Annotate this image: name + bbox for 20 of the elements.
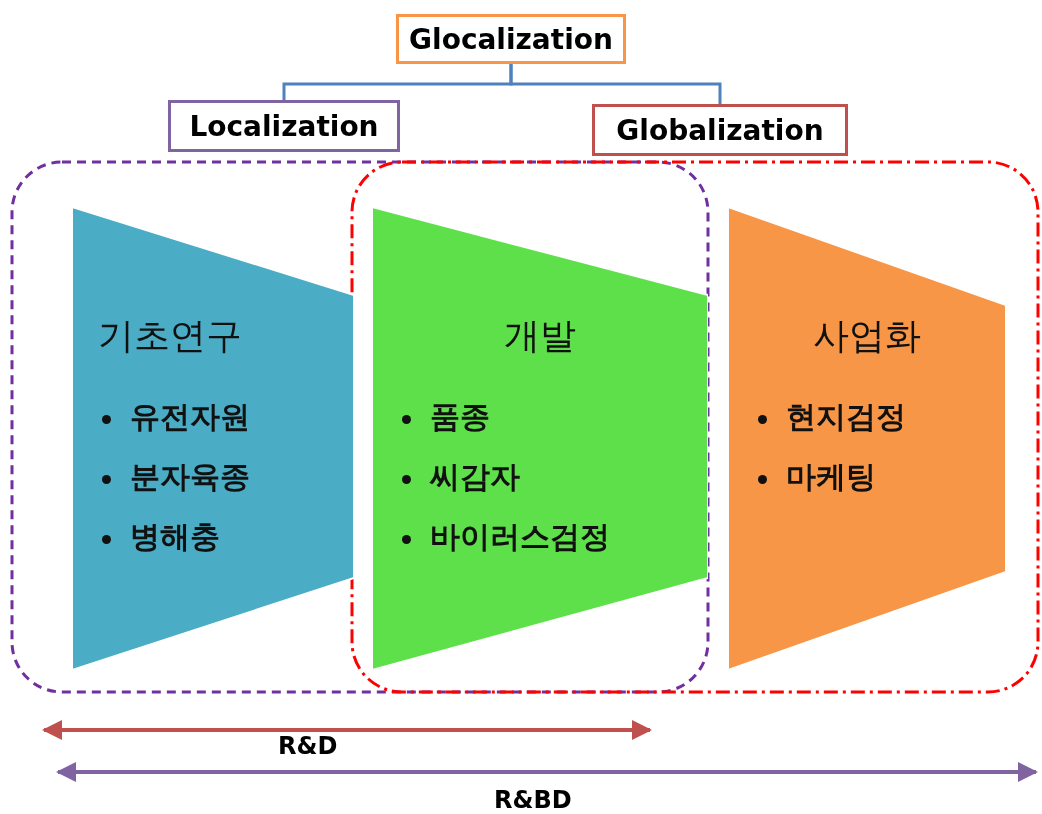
list-item-text: 품종 <box>430 398 490 436</box>
list-item-text: 마케팅 <box>786 458 876 496</box>
list-item-text: 현지검정 <box>786 398 906 436</box>
range-label: R&D <box>278 732 338 760</box>
heading-box: Globalization <box>592 104 848 156</box>
stage-heading: 기초연구 <box>98 314 242 358</box>
trapezoid-stage <box>728 207 1006 670</box>
list-item-text: 유전자원 <box>130 398 250 436</box>
connector-line <box>509 64 722 104</box>
list-item-text: 병해충 <box>130 518 220 556</box>
trapezoid-stage <box>72 207 354 670</box>
list-item-text: 바이러스검정 <box>430 518 610 556</box>
heading-box: Glocalization <box>396 14 626 64</box>
trapezoid-stage <box>372 207 708 670</box>
stage-heading: 사업화 <box>812 314 922 358</box>
list-item-text: 씨감자 <box>430 458 520 496</box>
range-label: R&BD <box>494 786 572 814</box>
list-item-text: 분자육종 <box>130 458 250 496</box>
heading-box: Localization <box>168 100 400 152</box>
stage-heading: 개발 <box>503 314 577 358</box>
